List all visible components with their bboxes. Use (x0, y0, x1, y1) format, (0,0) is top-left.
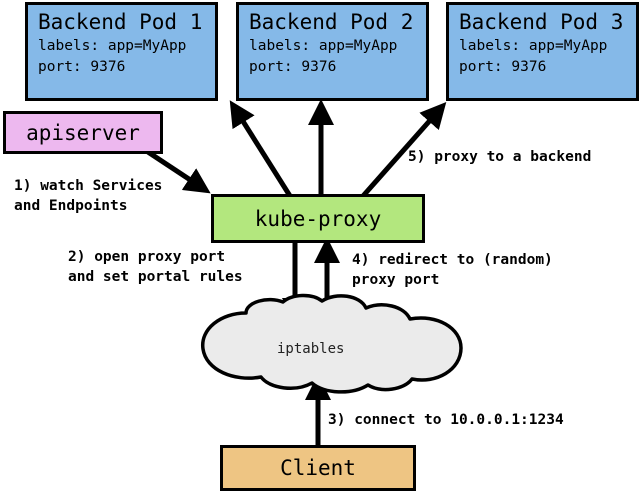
kube-proxy-label: kube-proxy (254, 206, 382, 231)
step-4-label: 4) redirect to (random) proxy port (352, 250, 553, 290)
client-label: Client (280, 456, 356, 480)
step-4-line-1: 4) redirect to (random) (352, 252, 553, 268)
iptables-cloud-shape (201, 293, 463, 394)
backend-pod-1-port: port: 9376 (38, 59, 126, 75)
step-1-line-2: and Endpoints (14, 198, 128, 214)
backend-pod-2-labels: labels: app=MyApp (249, 38, 398, 54)
backend-pod-1-box[interactable]: Backend Pod 1 labels: app=MyApp port: 93… (25, 2, 218, 101)
step-4-line-2: proxy port (352, 272, 440, 288)
backend-pod-2-title: Backend Pod 2 (249, 10, 414, 34)
step-2-line-2: and set portal rules (68, 269, 243, 285)
step-5-line-1: 5) proxy to a backend (408, 149, 592, 165)
backend-pod-3-box[interactable]: Backend Pod 3 labels: app=MyApp port: 93… (446, 2, 639, 101)
step-2-line-1: 2) open proxy port (68, 249, 226, 265)
apiserver-label: apiserver (26, 120, 140, 145)
backend-pod-2-box[interactable]: Backend Pod 2 labels: app=MyApp port: 93… (236, 2, 429, 101)
backend-pod-3-title: Backend Pod 3 (459, 10, 624, 34)
step-2-label: 2) open proxy port and set portal rules (68, 247, 243, 287)
step-3-line-1: 3) connect to 10.0.0.1:1234 (328, 412, 564, 428)
backend-pod-1-title: Backend Pod 1 (38, 10, 203, 34)
kube-proxy-box[interactable]: kube-proxy (211, 194, 425, 243)
step-1-label: 1) watch Services and Endpoints (14, 176, 162, 216)
arrow-kubeproxy-to-pod3 (361, 102, 447, 198)
backend-pod-1-labels: labels: app=MyApp (38, 38, 187, 54)
step-1-line-1: 1) watch Services (14, 178, 163, 194)
client-box[interactable]: Client (220, 445, 416, 491)
backend-pod-2-port: port: 9376 (249, 59, 337, 75)
step-3-label: 3) connect to 10.0.0.1:1234 (328, 410, 564, 430)
step-5-label: 5) proxy to a backend (408, 147, 591, 167)
apiserver-box[interactable]: apiserver (3, 111, 163, 154)
arrow-kubeproxy-to-pod1 (229, 100, 293, 198)
backend-pod-3-labels: labels: app=MyApp (459, 38, 608, 54)
backend-pod-3-port: port: 9376 (459, 59, 547, 75)
arrow-apiserver-to-kubeproxy (146, 149, 211, 194)
iptables-label: iptables (277, 341, 345, 357)
